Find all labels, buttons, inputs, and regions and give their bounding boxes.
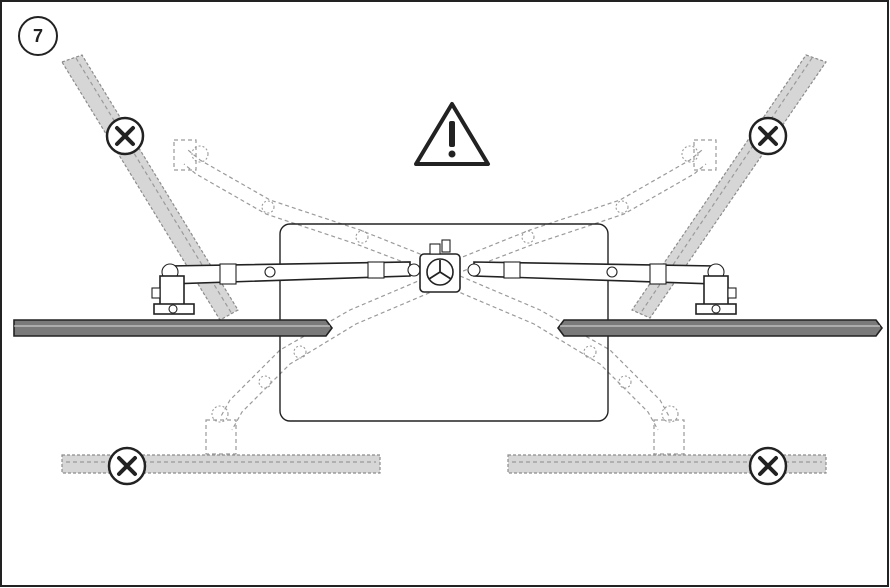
center-hub	[419, 239, 461, 293]
x-circle-icon	[748, 116, 788, 156]
step-number: 7	[33, 26, 43, 46]
ghost-arm-upper-left	[173, 139, 441, 277]
monitor-right	[557, 319, 883, 337]
x-circle-icon	[105, 116, 145, 156]
warning-triangle-icon	[414, 102, 490, 166]
ghost-monitor-top-left	[61, 54, 239, 321]
ghost-arm-lower-right	[453, 275, 685, 455]
step-badge: 7	[18, 16, 58, 56]
monitor-left	[13, 319, 333, 337]
ghost-monitor-bottom-right	[507, 454, 827, 474]
ghost-arm-lower-left	[205, 275, 437, 455]
x-circle-icon	[107, 446, 147, 486]
ghost-arm-upper-right	[449, 139, 717, 277]
x-circle-icon	[748, 446, 788, 486]
arm-right	[467, 261, 737, 315]
arm-left	[151, 261, 421, 315]
